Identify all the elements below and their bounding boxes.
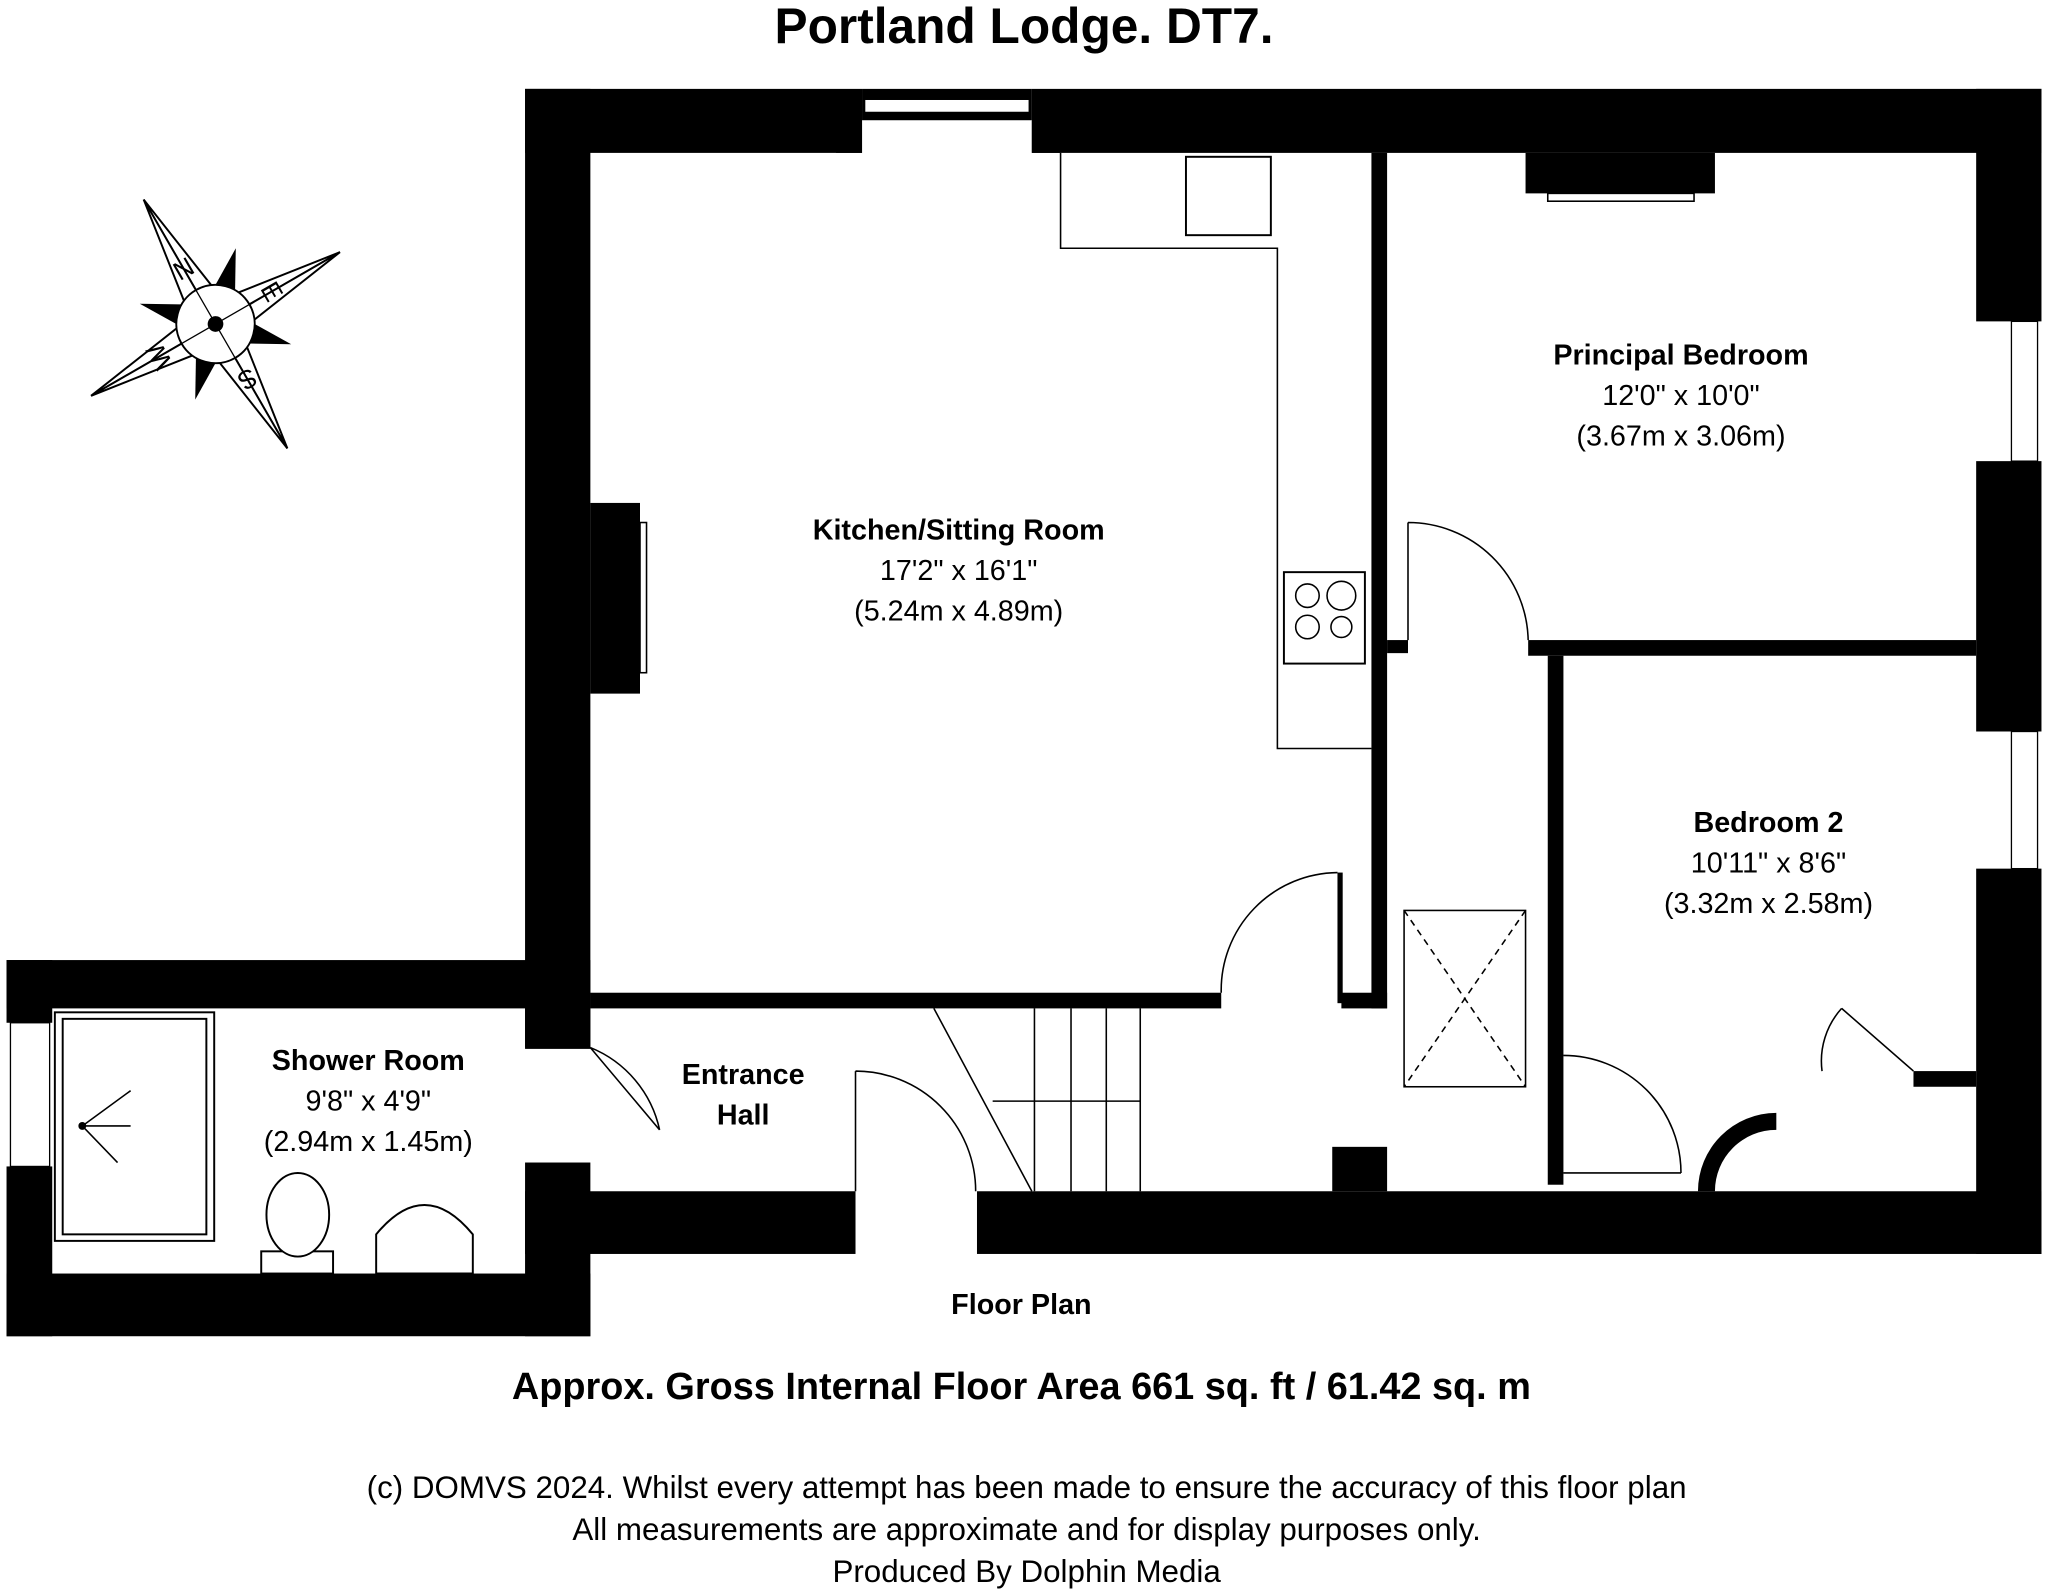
svg-text:(2.94m x 1.45m): (2.94m x 1.45m) <box>264 1126 473 1158</box>
svg-text:Hall: Hall <box>717 1100 770 1132</box>
walls <box>6 88 2042 1337</box>
svg-text:17'2" x 16'1": 17'2" x 16'1" <box>880 555 1038 587</box>
svg-text:(5.24m x 4.89m): (5.24m x 4.89m) <box>854 595 1063 627</box>
room-principal-bedroom: Principal Bedroom 12'0" x 10'0" (3.67m x… <box>1553 339 1808 452</box>
room-kitchen-sitting: Kitchen/Sitting Room 17'2" x 16'1" (5.24… <box>813 515 1105 628</box>
basin-icon <box>375 1203 474 1275</box>
compass-rose-icon: N S E W <box>90 198 341 450</box>
disclaimer-line-2: All measurements are approximate and for… <box>572 1512 1480 1547</box>
fixtures <box>53 152 1914 1275</box>
svg-text:Bedroom 2: Bedroom 2 <box>1693 807 1843 839</box>
svg-text:Kitchen/Sitting Room: Kitchen/Sitting Room <box>813 515 1105 547</box>
plan-title: Portland Lodge. DT7. <box>774 0 1273 54</box>
floor-label: Floor Plan <box>951 1289 1091 1321</box>
disclaimer-line-1: (c) DOMVS 2024. Whilst every attempt has… <box>367 1470 1687 1505</box>
kitchen-sink-icon <box>1184 155 1272 237</box>
disclaimer-line-3: Produced By Dolphin Media <box>832 1554 1221 1589</box>
svg-text:(3.32m x 2.58m): (3.32m x 2.58m) <box>1664 888 1873 920</box>
svg-text:(3.67m x 3.06m): (3.67m x 3.06m) <box>1576 420 1785 452</box>
svg-text:Principal Bedroom: Principal Bedroom <box>1553 339 1808 371</box>
hob-icon <box>1282 571 1366 665</box>
svg-text:9'8" x 4'9": 9'8" x 4'9" <box>306 1085 432 1117</box>
svg-text:Entrance: Entrance <box>682 1059 805 1091</box>
floor-area: Approx. Gross Internal Floor Area 661 sq… <box>512 1366 1531 1408</box>
room-shower: Shower Room 9'8" x 4'9" (2.94m x 1.45m) <box>264 1045 473 1158</box>
room-bedroom-2: Bedroom 2 10'11" x 8'6" (3.32m x 2.58m) <box>1664 807 1873 920</box>
room-entrance-hall: Entrance Hall <box>682 1059 805 1131</box>
svg-text:Shower Room: Shower Room <box>272 1045 465 1077</box>
svg-text:10'11" x 8'6": 10'11" x 8'6" <box>1691 848 1846 880</box>
svg-text:12'0" x 10'0": 12'0" x 10'0" <box>1602 380 1760 412</box>
